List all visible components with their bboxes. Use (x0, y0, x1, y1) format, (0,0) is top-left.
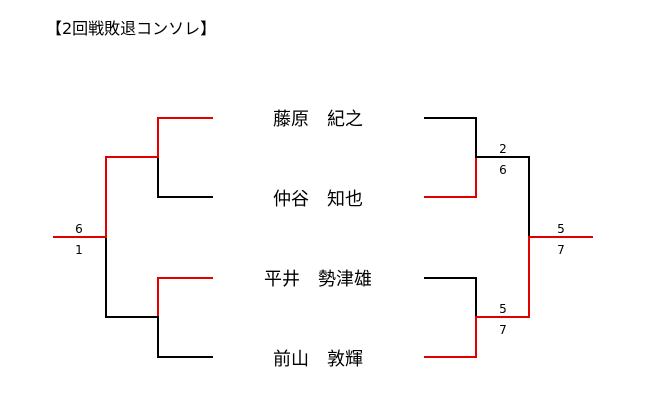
right-final-bottom-line (475, 236, 530, 318)
left-semi1-top-line (157, 117, 213, 158)
right-final-top-line (475, 156, 530, 238)
score-right-final-top: 5 (557, 222, 565, 236)
score-right-semi1-top: 2 (499, 142, 507, 156)
score-right-final-bottom: 7 (557, 243, 565, 257)
left-semi2-top-line (157, 277, 213, 318)
player-name-3: 平井 勢津雄 (264, 269, 372, 290)
player-name-1: 藤原 紀之 (273, 109, 363, 130)
right-semi2-bottom-line (424, 316, 477, 358)
right-semi1-top-line (424, 117, 477, 158)
left-semi1-bottom-line (157, 156, 213, 198)
page-title: 【2回戦敗退コンソレ】 (46, 19, 217, 38)
right-semi2-top-line (424, 277, 477, 318)
score-left-final-bottom: 1 (75, 243, 83, 257)
player-name-4: 前山 敦輝 (273, 349, 363, 370)
score-right-semi2-bottom: 7 (499, 323, 507, 337)
left-final-bottom-line (105, 236, 159, 318)
left-final-top-line (105, 156, 159, 238)
score-right-semi2-top: 5 (499, 302, 507, 316)
score-left-final-top: 6 (75, 222, 83, 236)
player-name-2: 仲谷 知也 (273, 189, 363, 210)
right-semi1-bottom-line (424, 156, 477, 198)
left-semi2-bottom-line (157, 316, 213, 358)
score-right-semi1-bottom: 6 (499, 163, 507, 177)
